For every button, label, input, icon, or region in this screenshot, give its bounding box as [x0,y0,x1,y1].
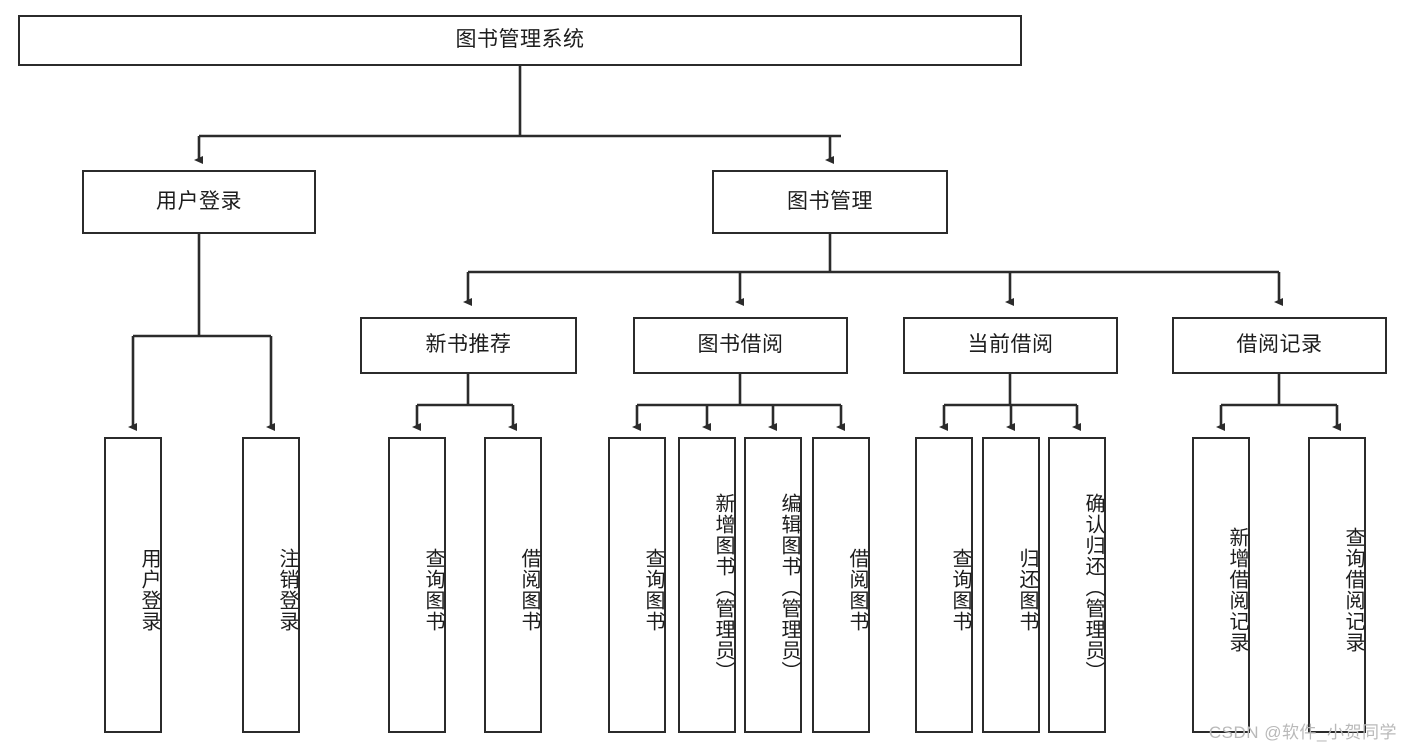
node-new-book-recommend-label: 新书推荐 [425,333,512,357]
node-leaf-user-login-label: 用户登录 [138,548,160,632]
node-leaf-query-record-label: 查询借阅记录 [1342,527,1364,653]
node-book-management-label: 图书管理 [787,189,873,213]
watermark-text: CSDN @软件_小贺同学 [1208,723,1397,742]
node-borrow-record[interactable]: 借阅记录 [1172,317,1387,374]
node-leaf-user-logout[interactable]: 注销登录 [242,437,300,733]
node-leaf-query-book-3-label: 查询图书 [949,548,971,632]
node-leaf-user-login[interactable]: 用户登录 [104,437,162,733]
node-leaf-query-record[interactable]: 查询借阅记录 [1308,437,1366,733]
node-leaf-borrow-book-1-label: 借阅图书 [518,548,540,632]
node-leaf-query-book-1-label: 查询图书 [422,548,444,632]
node-root[interactable]: 图书管理系统 [18,15,1022,66]
node-new-book-recommend[interactable]: 新书推荐 [360,317,577,374]
node-book-management[interactable]: 图书管理 [712,170,948,234]
node-leaf-return-book-label: 归还图书 [1016,548,1038,632]
node-leaf-confirm-return-label: 确认归还（管理员） [1082,492,1104,682]
node-leaf-add-record[interactable]: 新增借阅记录 [1192,437,1250,733]
node-leaf-borrow-book-1[interactable]: 借阅图书 [484,437,542,733]
node-leaf-add-record-label: 新增借阅记录 [1226,527,1248,653]
node-leaf-confirm-return[interactable]: 确认归还（管理员） [1048,437,1106,733]
node-leaf-borrow-book-2[interactable]: 借阅图书 [812,437,870,733]
node-leaf-add-book[interactable]: 新增图书（管理员） [678,437,736,733]
node-leaf-edit-book-label: 编辑图书（管理员） [778,492,800,682]
node-borrow-record-label: 借阅记录 [1236,333,1323,357]
node-book-borrow[interactable]: 图书借阅 [633,317,848,374]
node-current-borrow[interactable]: 当前借阅 [903,317,1118,374]
node-user-login[interactable]: 用户登录 [82,170,316,234]
node-leaf-edit-book[interactable]: 编辑图书（管理员） [744,437,802,733]
node-leaf-add-book-label: 新增图书（管理员） [712,492,734,682]
node-leaf-query-book-2-label: 查询图书 [642,548,664,632]
node-leaf-borrow-book-2-label: 借阅图书 [846,548,868,632]
node-leaf-return-book[interactable]: 归还图书 [982,437,1040,733]
node-leaf-query-book-2[interactable]: 查询图书 [608,437,666,733]
node-current-borrow-label: 当前借阅 [967,333,1054,357]
node-leaf-query-book-1[interactable]: 查询图书 [388,437,446,733]
node-user-login-label: 用户登录 [156,189,242,213]
node-book-borrow-label: 图书借阅 [697,333,784,357]
node-leaf-user-logout-label: 注销登录 [276,548,298,632]
node-root-label: 图书管理系统 [455,28,585,52]
node-leaf-query-book-3[interactable]: 查询图书 [915,437,973,733]
